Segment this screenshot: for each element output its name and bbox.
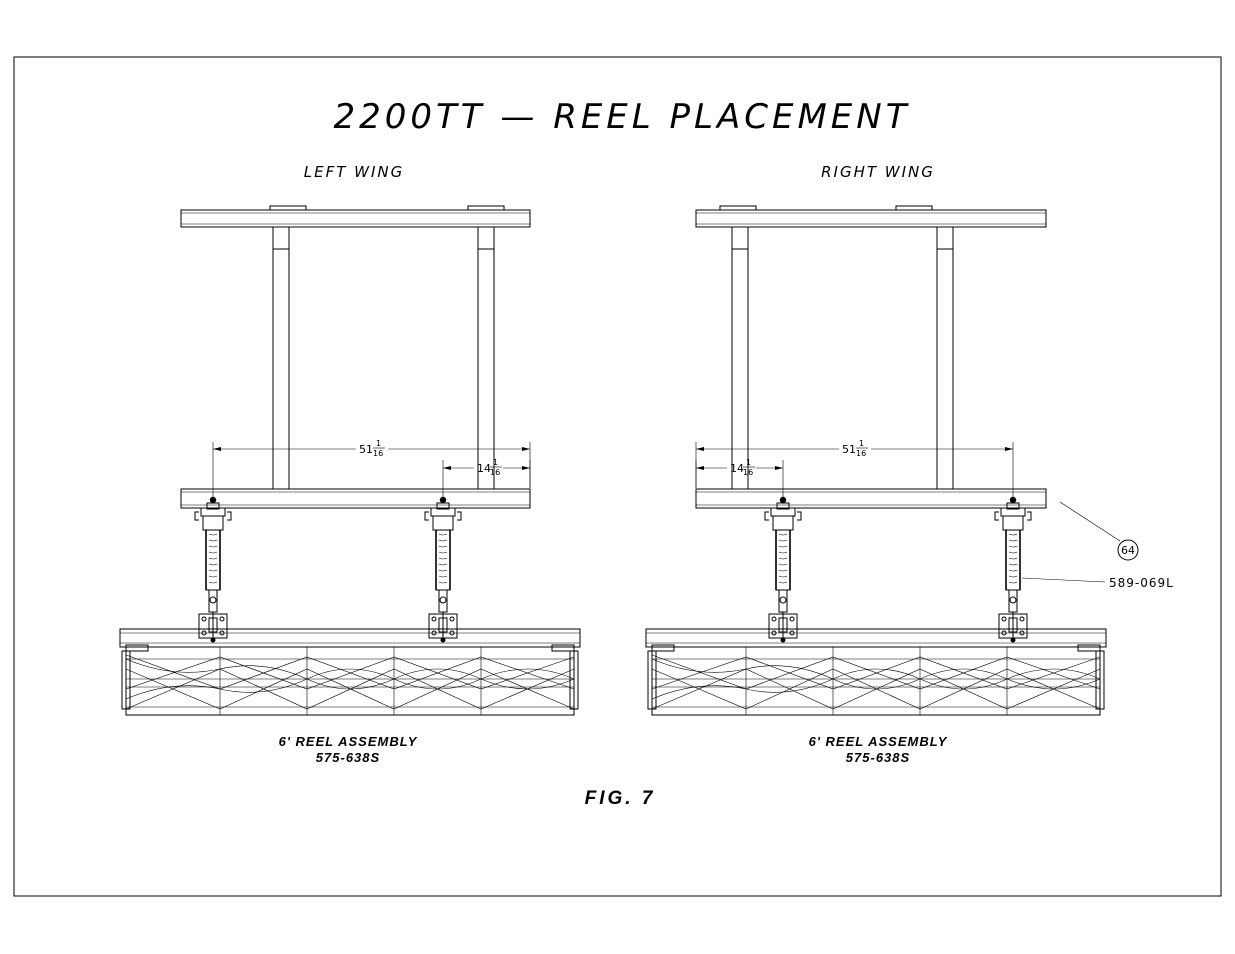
left-bottom-rail [180,488,531,509]
callout-64-number: 64 [1121,544,1135,557]
right-dimension-offset: 14 1 16 [695,458,784,498]
drawing-title: 2200TT — REEL PLACEMENT [334,97,911,137]
right-dimension-overall-whole: 51 [842,443,856,456]
right-wing-view: RIGHT WING 51 [645,163,1174,765]
right-dimension-overall-den: 16 [856,449,866,458]
left-lift-arm-inner [424,495,462,644]
left-assembly-name: 6' REEL ASSEMBLY [279,734,418,749]
right-wing-label: RIGHT WING [821,163,935,181]
figure-label: FIG. 7 [585,788,656,809]
right-dimension-overall: 51 1 16 [695,439,1014,498]
sheet-border [13,56,1222,897]
right-lift-arm-outer [994,495,1032,644]
left-dimension-offset-den: 16 [490,468,500,477]
left-frame-posts [272,226,495,489]
right-lift-arm-inner [764,495,802,644]
left-dimension-overall-num: 1 [376,439,381,448]
left-dimension-offset-num: 1 [493,458,498,467]
right-dimension-offset-whole: 14 [730,462,744,475]
callout-64-leader [1059,501,1121,542]
left-wing-view: LEFT WING [119,163,581,765]
right-bottom-rail [695,488,1047,509]
callout-part-number: 589-069L [1109,576,1174,590]
callout-part-leader [1021,577,1106,583]
left-top-frame [180,205,531,228]
right-dimension-overall-num: 1 [859,439,864,448]
right-assembly-name: 6' REEL ASSEMBLY [809,734,948,749]
right-top-frame [695,205,1047,228]
left-assembly-part: 575-638S [316,750,380,765]
callout-64-balloon [1117,539,1139,561]
left-reel-assembly [119,628,581,716]
left-wing-label: LEFT WING [304,163,405,181]
left-lift-arm-outer [194,495,232,644]
right-reel-assembly [645,628,1107,716]
right-assembly-part: 575-638S [846,750,910,765]
left-dimension-offset: 14 1 16 [442,458,531,498]
right-dimension-offset-num: 1 [746,458,751,467]
right-dimension-offset-den: 16 [743,468,753,477]
left-dimension-overall-den: 16 [373,449,383,458]
left-dimension-offset-whole: 14 [477,462,491,475]
left-dimension-overall-whole: 51 [359,443,373,456]
